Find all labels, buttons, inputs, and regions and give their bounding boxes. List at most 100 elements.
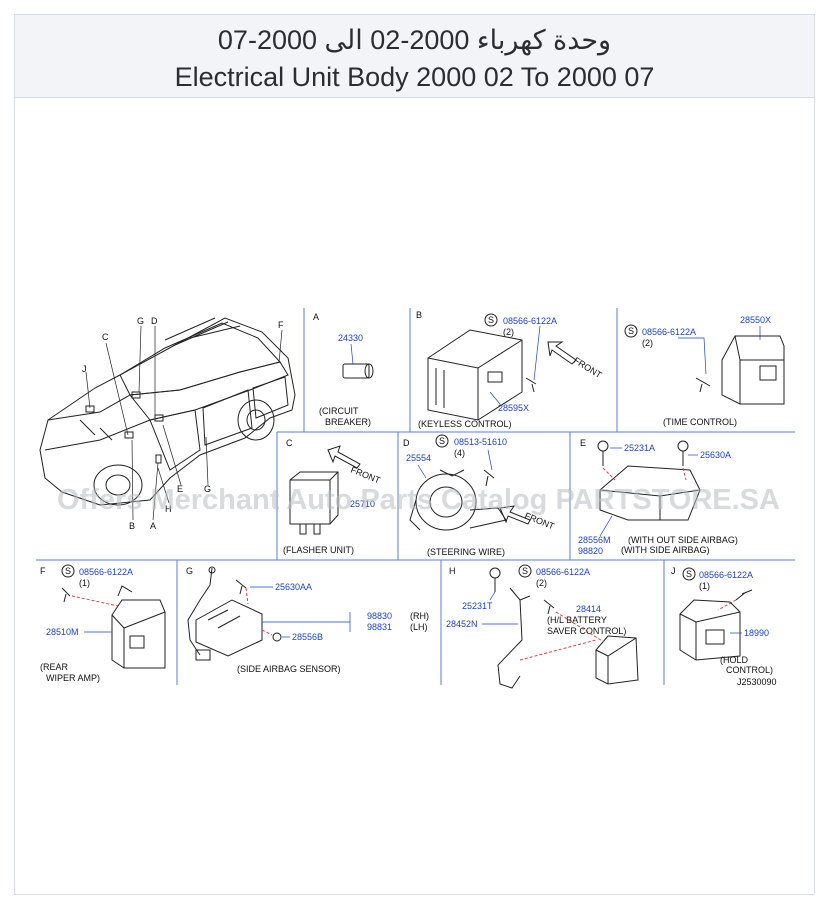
battery-saver-unit-icon [595, 635, 639, 685]
circuit-breaker-icon [342, 363, 374, 379]
section-dividers [36, 308, 795, 685]
time-control-icon [721, 335, 785, 405]
part-28452n: 28452N [446, 619, 478, 629]
section-b: B S 08566-6122A (2) FRONT 28595X (KEYLES… [416, 310, 604, 429]
section-j: J S 08566-6122A (1) 18990 (HOLD CONTROL)… [671, 566, 777, 687]
section-a-letter: A [313, 312, 319, 322]
screw-qty-d: (4) [454, 448, 465, 458]
section-j-letter: J [671, 566, 676, 576]
caption-hl-battery: (H/L BATTERY [547, 615, 607, 625]
vehicle-callout-leaders [85, 325, 283, 521]
side-airbag-sensor-icon [187, 566, 263, 661]
part-25630aa: 25630AA [275, 582, 312, 592]
diagram-ref: J2530090 [737, 677, 777, 687]
screw-08566-b: 08566-6122A [503, 316, 557, 326]
section-b-letter: B [416, 310, 422, 320]
title-arabic: وحدة كهرباء 2000-02 الى 2000-07 [217, 25, 612, 55]
part-98820: 98820 [578, 546, 603, 556]
vehicle-illustration [39, 317, 296, 506]
steering-wire-icon [409, 469, 507, 531]
bolt-icon-h [489, 567, 501, 592]
caption-hold: (HOLD [720, 655, 749, 665]
screw-qty-j: (1) [699, 581, 710, 591]
vehicle-callouts: C G D F J E G B A H [82, 316, 284, 531]
callout-a: A [150, 521, 156, 531]
page-frame: وحدة كهرباء 2000-02 الى 2000-07 Electric… [14, 14, 815, 895]
section-c-letter: C [286, 438, 293, 448]
keyless-control-icon [427, 329, 523, 421]
callout-c: C [102, 332, 109, 342]
airbag-unit-icon [599, 465, 701, 521]
callout-e: E [177, 484, 183, 494]
screw-qty-h: (2) [536, 578, 547, 588]
part-18990: 18990 [744, 628, 769, 638]
screw-symbol-h: S [522, 566, 528, 576]
section-f: F S 08566-6122A (1) 28510M (REAR WIPER A… [40, 564, 166, 683]
section-time-control: S 08566-6122A (2) 28550X (TIME CONTROL) [624, 315, 785, 427]
screw-qty-time: (2) [642, 338, 653, 348]
caption-control: CONTROL) [726, 665, 773, 675]
section-e: E 25231A 25630A 28556M 98820 (WITH OUT S… [578, 438, 738, 556]
section-g-letter: G [186, 566, 193, 576]
caption-circuit: (CIRCUIT [319, 406, 359, 416]
part-25231t: 25231T [462, 601, 493, 611]
part-28510m: 28510M [46, 627, 79, 637]
screw-symbol-f: S [65, 566, 71, 576]
section-a: A 24330 (CIRCUIT BREAKER) [313, 312, 374, 427]
callout-g2: G [204, 484, 211, 494]
part-28595x: 28595X [498, 403, 529, 413]
caption-without-side-airbag: (WITH OUT SIDE AIRBAG) [628, 535, 738, 545]
callout-f: F [278, 320, 284, 330]
callout-d: D [151, 316, 158, 326]
caption-steering: (STEERING WIRE) [427, 547, 505, 557]
screw-symbol-d: S [439, 436, 445, 446]
callout-g: G [137, 316, 144, 326]
caption-with-side-airbag: (WITH SIDE AIRBAG) [621, 545, 710, 555]
screw-08566-time: 08566-6122A [642, 327, 696, 337]
section-e-letter: E [580, 438, 586, 448]
part-28556m: 28556M [578, 535, 611, 545]
section-h-letter: H [449, 566, 456, 576]
watermark: Offers Merchant Auto Parts Catalog PARTS… [57, 484, 780, 516]
front-label-b: FRONT [572, 355, 604, 380]
screw-08566-f: 08566-6122A [79, 567, 133, 577]
caption-breaker: BREAKER) [325, 417, 371, 427]
callout-b: B [129, 521, 135, 531]
caption-time-control: (TIME CONTROL) [663, 417, 737, 427]
bolt-icon-e2 [677, 440, 689, 466]
part-28414: 28414 [576, 604, 601, 614]
screw-symbol-b: S [488, 315, 494, 325]
side-lh: (LH) [410, 622, 428, 632]
callout-h: H [165, 504, 172, 514]
part-98831: 98831 [367, 622, 392, 632]
part-25710: 25710 [350, 499, 375, 509]
part-25630a: 25630A [700, 450, 731, 460]
part-25231a: 25231A [624, 443, 655, 453]
flasher-unit-icon [289, 471, 339, 535]
caption-keyless: (KEYLESS CONTROL) [418, 419, 512, 429]
title-english: Electrical Unit Body 2000 02 To 2000 07 [174, 62, 655, 92]
section-g: G 25630AA 28556B 98830 98831 (RH) (LH) (… [186, 566, 429, 674]
caption-side-airbag-sensor: (SIDE AIRBAG SENSOR) [237, 664, 341, 674]
side-rh: (RH) [410, 611, 429, 621]
section-f-letter: F [40, 566, 46, 576]
part-28556b: 28556B [292, 632, 323, 642]
caption-wiper-amp: WIPER AMP) [46, 673, 100, 683]
caption-rear: (REAR [40, 662, 69, 672]
screw-08566-h: 08566-6122A [536, 567, 590, 577]
front-label-c: FRONT [349, 465, 382, 486]
part-98830: 98830 [367, 611, 392, 621]
bracket-icon [497, 587, 531, 689]
screw-symbol-j: S [686, 569, 692, 579]
section-h: H S 08566-6122A (2) 25231T 28414 (H/L BA… [446, 564, 639, 689]
screw-08566-j: 08566-6122A [699, 570, 753, 580]
screw-symbol-time: S [628, 326, 634, 336]
screw-qty-f: (1) [79, 578, 90, 588]
caption-flasher: (FLASHER UNIT) [283, 545, 354, 555]
part-25554: 25554 [406, 453, 431, 463]
page-header: وحدة كهرباء 2000-02 الى 2000-07 Electric… [15, 15, 814, 98]
callout-j: J [82, 364, 87, 374]
section-d-letter: D [403, 438, 410, 448]
screw-08513: 08513-51610 [454, 437, 507, 447]
